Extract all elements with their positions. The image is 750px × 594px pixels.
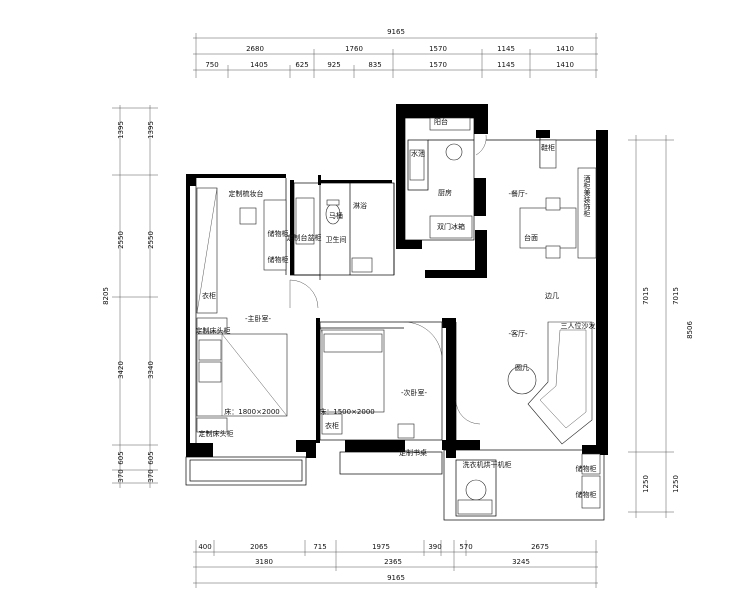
left-dimensions: 1395 2550 3420 605 370 8205 1395 2550 33… [102, 105, 158, 488]
double-door-fridge [429, 215, 473, 239]
balcony-top [429, 117, 471, 131]
stove [445, 143, 463, 161]
dim-top-1: 2680 [246, 45, 264, 53]
label-living-room: -客厅- [508, 329, 528, 338]
nightstand-top [196, 317, 228, 333]
room-labels: 阳台 水池 厨房 双门冰箱 卫生间 淋浴 定制台盆柜 马桶 定制梳妆台 储物柜 … [196, 117, 597, 499]
storage-cabinet-d [581, 475, 601, 509]
dim-top-r2-5: 835 [368, 61, 381, 69]
dim-top-r2-3: 625 [295, 61, 308, 69]
dim-right-1: 7015 [642, 287, 650, 305]
top-dimensions: 9165 2680 1760 1570 1145 1410 750 1405 6… [193, 28, 598, 78]
dim-left-2: 2550 [117, 231, 125, 249]
label-shoe-cabinet: 鞋柜 [541, 143, 555, 152]
dim-bottom-r2-1: 3180 [255, 558, 273, 566]
desk-chair [397, 423, 415, 439]
right-dimensions: 7015 1250 7015 1250 8506 [628, 135, 694, 518]
dim-left-5: 370 [117, 469, 125, 482]
dim-left-inner-3: 3340 [147, 361, 155, 379]
label-shower: 淋浴 [353, 201, 367, 210]
label-nightstand-top: 定制床头柜 [196, 326, 231, 335]
label-master-bed: 床：1800×2000 [224, 407, 280, 416]
wine-cabinet [577, 167, 597, 259]
dim-top-2: 1760 [345, 45, 363, 53]
label-balcony-top: 阳台 [434, 117, 448, 126]
label-master-bedroom: -主卧室- [245, 314, 272, 323]
furniture [196, 117, 601, 515]
dim-top-r2-2: 1405 [250, 61, 268, 69]
dim-right-2: 1250 [642, 475, 650, 493]
label-sink: 水池 [411, 149, 425, 158]
label-wine-cabinet: 酒柜兼装饰柜 [583, 175, 591, 218]
dim-right-inner-2: 1250 [672, 475, 680, 493]
label-washbasin: 定制台盆柜 [287, 233, 322, 242]
nightstand-bottom [196, 417, 228, 433]
dim-left-inner-1: 1395 [147, 121, 155, 139]
label-table: 台面 [524, 233, 538, 242]
label-desk: 定制书桌 [399, 448, 427, 457]
label-storage-d: 储物柜 [576, 490, 597, 499]
label-storage-b: 储物柜 [268, 255, 289, 264]
label-storage-c: 储物柜 [576, 464, 597, 473]
washing-machine [465, 479, 487, 501]
dim-top-total: 9165 [387, 28, 405, 36]
label-side-table: 边几 [545, 291, 559, 300]
label-second-bed: 床：1500×2000 [319, 407, 375, 416]
label-bathroom: 卫生间 [326, 235, 347, 244]
dim-top-5: 1410 [556, 45, 574, 53]
dim-left-total: 8205 [102, 287, 110, 305]
storage-cabinet-a [263, 199, 287, 271]
dim-top-r2-8: 1410 [556, 61, 574, 69]
label-laundry: 洗衣机烘干机柜 [463, 460, 512, 469]
washbasin-cabinet [295, 197, 315, 245]
label-vanity: 定制梳妆台 [229, 189, 264, 198]
dining-table [519, 207, 577, 249]
dim-left-1: 1395 [117, 121, 125, 139]
dim-top-3: 1570 [429, 45, 447, 53]
dim-top-r2-7: 1145 [497, 61, 515, 69]
dim-bottom-5: 390 [428, 543, 441, 551]
dim-left-3: 3420 [117, 361, 125, 379]
label-sofa: 三人位沙发 [561, 321, 596, 330]
dim-bottom-4: 1975 [372, 543, 390, 551]
three-seat-sofa [527, 321, 593, 445]
dim-bottom-r2-3: 3245 [512, 558, 530, 566]
dim-top-4: 1145 [497, 45, 515, 53]
label-kitchen: 厨房 [438, 188, 452, 197]
dim-bottom-total: 9165 [387, 574, 405, 582]
dim-top-r2-1: 750 [205, 61, 218, 69]
walls [186, 104, 608, 458]
dim-bottom-r2-2: 2365 [384, 558, 402, 566]
dim-right-total: 8506 [686, 321, 694, 339]
dim-bottom-1: 400 [198, 543, 211, 551]
label-storage-a: 储物柜 [268, 229, 289, 238]
bottom-dimensions: 400 2065 715 1975 390 570 2675 3180 2365… [193, 540, 598, 588]
kitchen-sink [409, 149, 425, 181]
dim-bottom-7: 2675 [531, 543, 549, 551]
dim-top-r2-6: 1570 [429, 61, 447, 69]
dim-left-4: 605 [117, 451, 125, 464]
second-wardrobe [321, 413, 343, 435]
dim-top-r2-4: 925 [327, 61, 340, 69]
label-toilet: 马桶 [329, 211, 343, 220]
storage-cabinet-c [581, 453, 601, 475]
dim-right-inner-1: 7015 [672, 287, 680, 305]
label-nightstand-bottom: 定制床头柜 [199, 429, 234, 438]
dim-bottom-3: 715 [313, 543, 326, 551]
dim-bottom-2: 2065 [250, 543, 268, 551]
label-second-bedroom: -次卧室- [401, 388, 428, 397]
label-coffee-table: 圆几 [515, 364, 529, 372]
coffee-table [507, 365, 537, 395]
dim-left-inner-4: 605 [147, 451, 155, 464]
dim-bottom-6: 570 [459, 543, 472, 551]
dim-left-inner-5: 370 [147, 469, 155, 482]
dim-left-inner-2: 2550 [147, 231, 155, 249]
shoe-cabinet [539, 139, 557, 169]
label-wardrobe-second: 衣柜 [325, 421, 339, 430]
label-dining-room: -餐厅- [508, 189, 528, 198]
label-fridge: 双门冰箱 [437, 222, 465, 231]
vanity-chair [239, 207, 257, 225]
label-wardrobe-master: 衣柜 [202, 291, 216, 300]
